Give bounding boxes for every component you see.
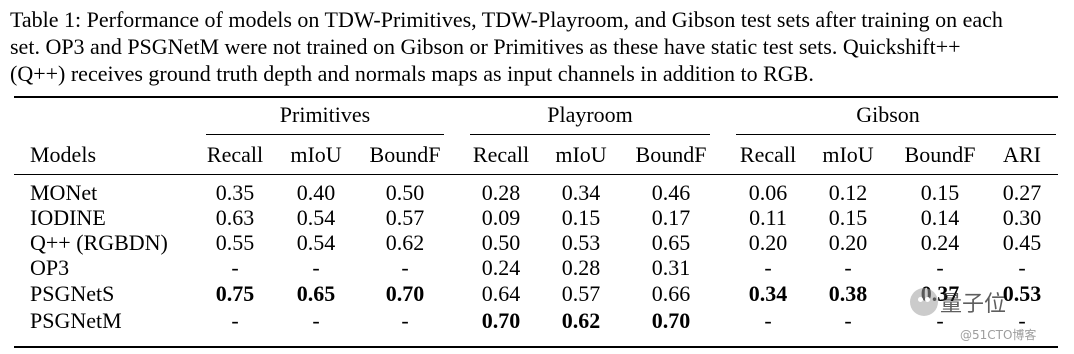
table-cell: 0.54 <box>296 230 336 255</box>
group-header-playroom: Playroom <box>547 102 633 127</box>
table-top-rule <box>14 96 1058 98</box>
caption-line-3: (Q++) receives ground truth depth and no… <box>10 61 814 86</box>
table-cell: 0.65 <box>651 230 691 255</box>
table-cell: 0.15 <box>920 180 960 205</box>
table-cell: - <box>231 308 239 333</box>
table-cell: - <box>401 308 409 333</box>
table-cell: 0.28 <box>561 255 601 280</box>
table-cell: - <box>936 308 944 333</box>
column-header-boundf: BoundF <box>369 142 441 167</box>
table-cell: - <box>936 255 944 280</box>
table-cell: - <box>1018 255 1026 280</box>
column-header-boundf: BoundF <box>904 142 976 167</box>
table-cell: 0.15 <box>561 205 601 230</box>
table-cell: - <box>1018 308 1026 333</box>
table-cell: - <box>844 255 852 280</box>
table-cell: 0.70 <box>385 281 425 306</box>
table-cell: 0.09 <box>481 205 521 230</box>
table-cell: 0.50 <box>481 230 521 255</box>
table-cell: - <box>312 255 320 280</box>
table-cell: - <box>231 255 239 280</box>
table-cell: 0.64 <box>481 281 521 306</box>
table-cell: 0.75 <box>215 281 255 306</box>
table-cell: 0.62 <box>385 230 425 255</box>
group-header-primitives: Primitives <box>279 102 371 127</box>
column-header-models: Models <box>30 142 96 167</box>
table-cell: 0.53 <box>561 230 601 255</box>
model-name: IODINE <box>30 205 106 230</box>
model-name: MONet <box>30 180 98 205</box>
model-name: Q++ (RGBDN) <box>30 230 168 255</box>
caption-line-2: set. OP3 and PSGNetM were not trained on… <box>10 34 961 59</box>
table-cell: 0.34 <box>748 281 788 306</box>
table-cell: 0.31 <box>651 255 691 280</box>
table-caption: Table 1: Performance of models on TDW-Pr… <box>10 6 1062 87</box>
table-cell: 0.65 <box>296 281 336 306</box>
column-header-miou: mIoU <box>822 142 874 167</box>
table-cell: - <box>401 255 409 280</box>
table-cell: 0.35 <box>215 180 255 205</box>
table-cell: 0.38 <box>828 281 868 306</box>
model-name: OP3 <box>30 255 70 280</box>
table-cell: 0.11 <box>749 205 787 230</box>
table-cell: 0.57 <box>385 205 425 230</box>
group-header-gibson: Gibson <box>856 102 920 127</box>
group-rule-playroom <box>470 134 710 135</box>
table-cell: 0.06 <box>748 180 788 205</box>
model-name: PSGNetS <box>30 281 115 306</box>
group-rule-primitives <box>206 134 444 135</box>
table-cell: 0.50 <box>385 180 425 205</box>
table-cell: 0.24 <box>481 255 521 280</box>
table-cell: 0.17 <box>651 205 691 230</box>
table-cell: 0.70 <box>651 308 691 333</box>
caption-line-1: Table 1: Performance of models on TDW-Pr… <box>10 7 1003 32</box>
table-cell: 0.20 <box>748 230 788 255</box>
table-cell: - <box>312 308 320 333</box>
group-rule-gibson <box>736 134 1056 135</box>
table-cell: 0.34 <box>561 180 601 205</box>
table-cell: - <box>764 255 772 280</box>
column-header-miou: mIoU <box>555 142 607 167</box>
table-cell: 0.70 <box>481 308 521 333</box>
model-name: PSGNetM <box>30 308 122 333</box>
column-header-miou: mIoU <box>290 142 342 167</box>
table-cell: 0.24 <box>920 230 960 255</box>
table-cell: 0.14 <box>920 205 960 230</box>
table-bottom-rule <box>14 346 1058 348</box>
column-header-recall: Recall <box>739 142 797 167</box>
table-cell: 0.40 <box>296 180 336 205</box>
table-cell: - <box>844 308 852 333</box>
table-cell: 0.20 <box>828 230 868 255</box>
table-cell: 0.27 <box>1002 180 1042 205</box>
table-cell: 0.12 <box>828 180 868 205</box>
table-cell: 0.15 <box>828 205 868 230</box>
table-cell: 0.53 <box>1002 281 1042 306</box>
table-cell: 0.46 <box>651 180 691 205</box>
table-cell: 0.30 <box>1002 205 1042 230</box>
table-cell: 0.66 <box>651 281 691 306</box>
table-cell: 0.28 <box>481 180 521 205</box>
table-cell: - <box>764 308 772 333</box>
column-header-boundf: BoundF <box>635 142 707 167</box>
table-cell: 0.37 <box>920 281 960 306</box>
table-cell: 0.57 <box>561 281 601 306</box>
table-cell: 0.62 <box>561 308 601 333</box>
column-header-ari: ARI <box>1003 142 1041 167</box>
table-cell: 0.45 <box>1002 230 1042 255</box>
table-cell: 0.63 <box>215 205 255 230</box>
header-rule <box>14 174 1058 175</box>
table-cell: 0.55 <box>215 230 255 255</box>
table-cell: 0.54 <box>296 205 336 230</box>
column-header-recall: Recall <box>472 142 530 167</box>
column-header-recall: Recall <box>206 142 264 167</box>
